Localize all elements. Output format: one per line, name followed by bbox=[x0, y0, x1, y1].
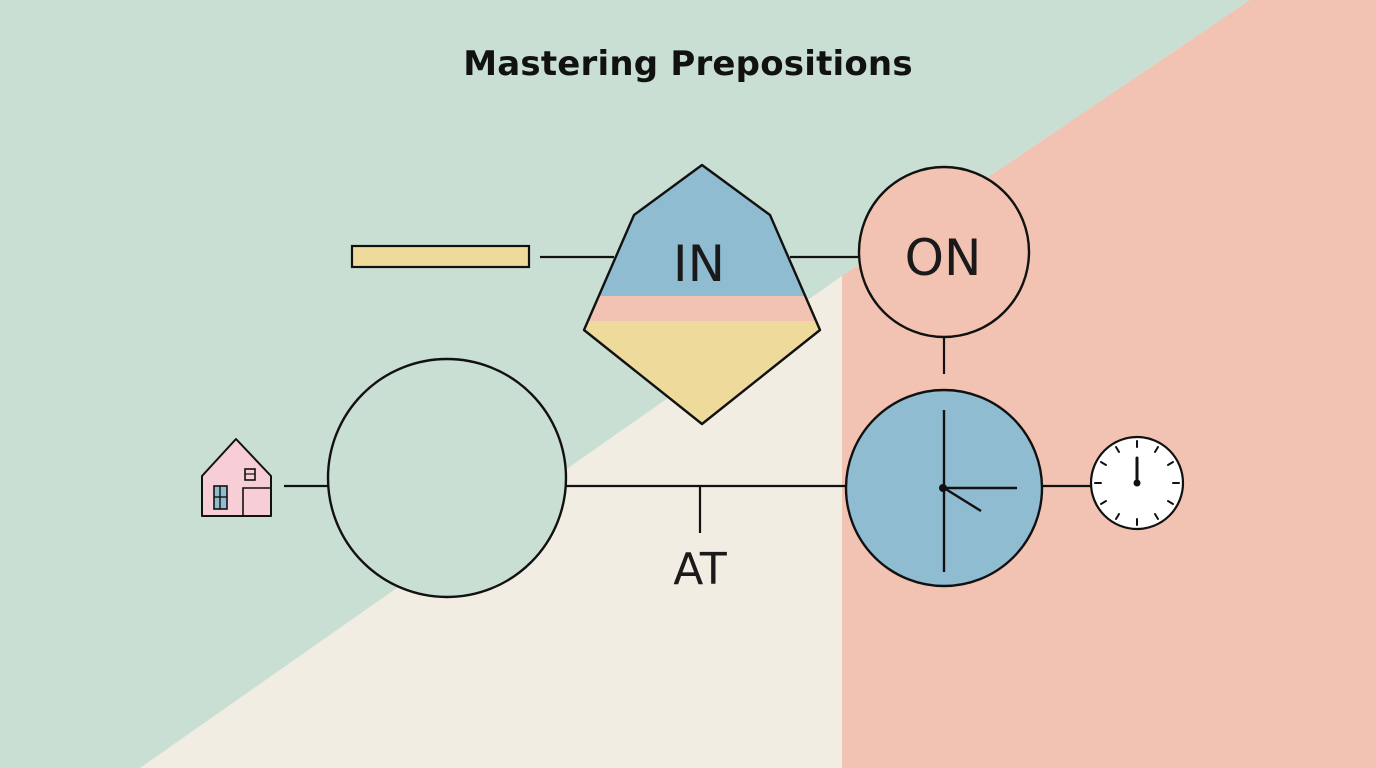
on-circle bbox=[857, 165, 1031, 339]
page-title: Mastering Prepositions bbox=[463, 44, 913, 84]
at-place-circle bbox=[326, 357, 568, 599]
in-label: IN bbox=[673, 235, 725, 293]
house-icon bbox=[201, 438, 272, 517]
in-container-outline bbox=[582, 163, 822, 426]
at-label: AT bbox=[673, 544, 727, 595]
time-circle bbox=[844, 388, 1044, 588]
on-label: ON bbox=[905, 229, 982, 287]
surface-bar bbox=[350, 244, 531, 269]
connector-lines bbox=[284, 255, 1091, 533]
clock-icon bbox=[1089, 435, 1185, 531]
